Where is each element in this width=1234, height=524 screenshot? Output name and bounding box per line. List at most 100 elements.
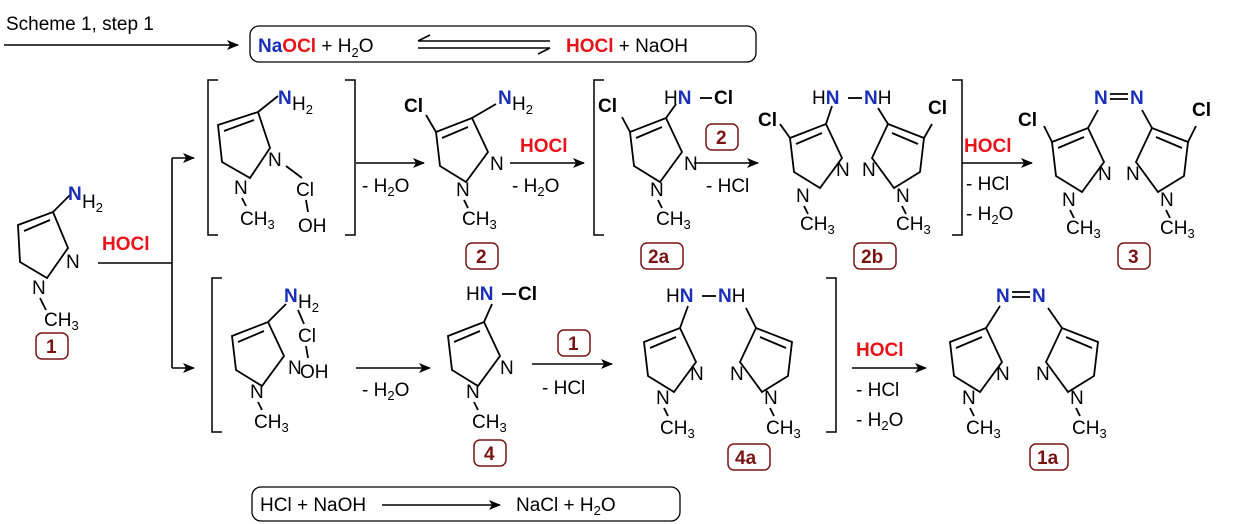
svg-text:N: N <box>490 154 504 175</box>
svg-text:- H2O: - H2O <box>856 410 903 433</box>
arrow-bottom-3: HOCl - HCl - H2O <box>852 340 927 433</box>
svg-text:Cl: Cl <box>1018 110 1037 131</box>
svg-text:OH: OH <box>298 216 327 237</box>
scheme-label: Scheme 1, step 1 <box>6 14 154 35</box>
compound-2: Cl N H2 N N CH3 2 <box>404 88 533 270</box>
svg-text:N: N <box>1094 88 1108 109</box>
intermediate-bottom: N H2 N N CH3 Cl OH <box>211 277 329 435</box>
label-2: 2 <box>476 247 487 268</box>
ring-1 <box>17 210 70 280</box>
svg-text:H2: H2 <box>82 192 103 215</box>
compound-2b: Cl HN NH N N CH3 Cl N N CH3 2b <box>758 88 947 270</box>
compound-3: Cl N N N N CH3 Cl N N CH3 3 <box>1018 88 1211 270</box>
label-3: 3 <box>1128 247 1139 268</box>
svg-text:CH3: CH3 <box>240 209 275 232</box>
label-4: 4 <box>484 444 495 465</box>
svg-text:Cl: Cl <box>518 284 537 305</box>
svg-text:- HCl: - HCl <box>966 174 1009 195</box>
svg-text:Cl: Cl <box>598 96 617 117</box>
svg-text:HN: HN <box>466 284 493 305</box>
svg-text:N: N <box>862 160 876 181</box>
header-scheme-label: Scheme 1, step 1 <box>4 14 239 50</box>
label-2b: 2b <box>861 247 883 268</box>
svg-text:N: N <box>1062 190 1076 211</box>
label-2a: 2a <box>648 247 670 268</box>
svg-text:- HCl: - HCl <box>706 176 749 197</box>
svg-text:NH: NH <box>718 286 745 307</box>
svg-text:N: N <box>284 286 298 307</box>
svg-text:NH: NH <box>864 88 891 109</box>
svg-text:CH3: CH3 <box>472 412 507 435</box>
svg-text:N: N <box>796 186 810 207</box>
svg-text:Cl: Cl <box>296 180 314 201</box>
svg-text:N: N <box>288 358 302 379</box>
svg-text:OH: OH <box>300 362 329 383</box>
arrow-bottom-2: 1 - HCl <box>532 329 613 399</box>
svg-text:N: N <box>498 88 512 109</box>
svg-text:N: N <box>656 388 670 409</box>
compound-2a: Cl HN Cl N N CH3 2a <box>598 88 733 270</box>
svg-text:H2: H2 <box>292 94 313 117</box>
svg-text:N: N <box>500 358 514 379</box>
svg-text:- HCl: - HCl <box>856 380 899 401</box>
svg-text:H2: H2 <box>298 292 319 315</box>
svg-text:HN: HN <box>812 88 839 109</box>
svg-text:CH3: CH3 <box>766 418 801 441</box>
svg-text:N: N <box>1032 286 1046 307</box>
reagent-hocl-main: HOCl <box>102 234 150 255</box>
svg-text:N: N <box>650 180 664 201</box>
svg-text:CH3: CH3 <box>800 214 835 237</box>
equilibrium-reverse-arrow <box>418 47 551 55</box>
arrow-bottom-1: - H2O <box>356 363 431 403</box>
svg-text:CH3: CH3 <box>462 209 497 232</box>
svg-text:CH3: CH3 <box>254 412 289 435</box>
svg-text:HCl + NaOH: HCl + NaOH <box>260 495 366 516</box>
svg-text:CH3: CH3 <box>896 214 931 237</box>
equilibrium-left: NaOCl + H2O <box>258 36 373 60</box>
neutralization-equation: HCl + NaOH NaCl + H2O <box>251 486 681 522</box>
svg-text:N: N <box>684 154 698 175</box>
arrow-top-2: HOCl - H2O <box>510 136 585 199</box>
svg-text:N: N <box>32 278 46 299</box>
svg-text:N: N <box>1160 190 1174 211</box>
arrow-2a-2b: 2 - HCl <box>694 123 759 197</box>
svg-text:HOCl: HOCl <box>964 136 1012 157</box>
svg-text:Cl: Cl <box>1192 100 1211 121</box>
svg-text:N: N <box>1070 388 1084 409</box>
svg-text:N: N <box>66 252 80 273</box>
label-1a: 1a <box>1037 448 1059 469</box>
svg-text:Cl: Cl <box>714 88 733 109</box>
amine-n: N <box>68 184 82 205</box>
svg-text:- H2O: - H2O <box>512 176 559 199</box>
svg-text:N: N <box>278 88 292 109</box>
svg-text:N: N <box>1126 164 1140 185</box>
svg-text:CH3: CH3 <box>656 209 691 232</box>
arrow-top-1: - H2O <box>356 158 425 199</box>
svg-text:CH3: CH3 <box>660 418 695 441</box>
label-1: 1 <box>46 337 57 358</box>
svg-text:N: N <box>250 382 264 403</box>
compound-4a: HN NH N N CH3 N N CH3 4a <box>643 277 837 471</box>
svg-text:CH3: CH3 <box>966 418 1001 441</box>
svg-text:N: N <box>268 150 282 171</box>
equilibrium-forward-arrow <box>417 34 550 42</box>
hypochlorite-equilibrium: NaOCl + H2O HOCl + NaOH <box>249 25 757 63</box>
svg-text:Cl: Cl <box>404 96 423 117</box>
svg-text:NaCl + H2O: NaCl + H2O <box>516 495 616 518</box>
svg-text:CH3: CH3 <box>44 310 79 333</box>
svg-text:N: N <box>730 364 744 385</box>
svg-text:1: 1 <box>568 334 579 355</box>
svg-text:N: N <box>962 388 976 409</box>
svg-text:CH3: CH3 <box>1072 418 1107 441</box>
svg-text:H2: H2 <box>512 94 533 117</box>
svg-text:HOCl: HOCl <box>856 340 904 361</box>
svg-text:N: N <box>996 364 1010 385</box>
svg-text:N: N <box>466 382 480 403</box>
svg-text:HN: HN <box>664 88 691 109</box>
svg-text:HN: HN <box>666 286 693 307</box>
svg-text:CH3: CH3 <box>1066 218 1101 241</box>
svg-text:Cl: Cl <box>758 110 777 131</box>
compound-1: N H2 N N CH3 1 <box>17 184 103 360</box>
svg-text:CH3: CH3 <box>1160 218 1195 241</box>
